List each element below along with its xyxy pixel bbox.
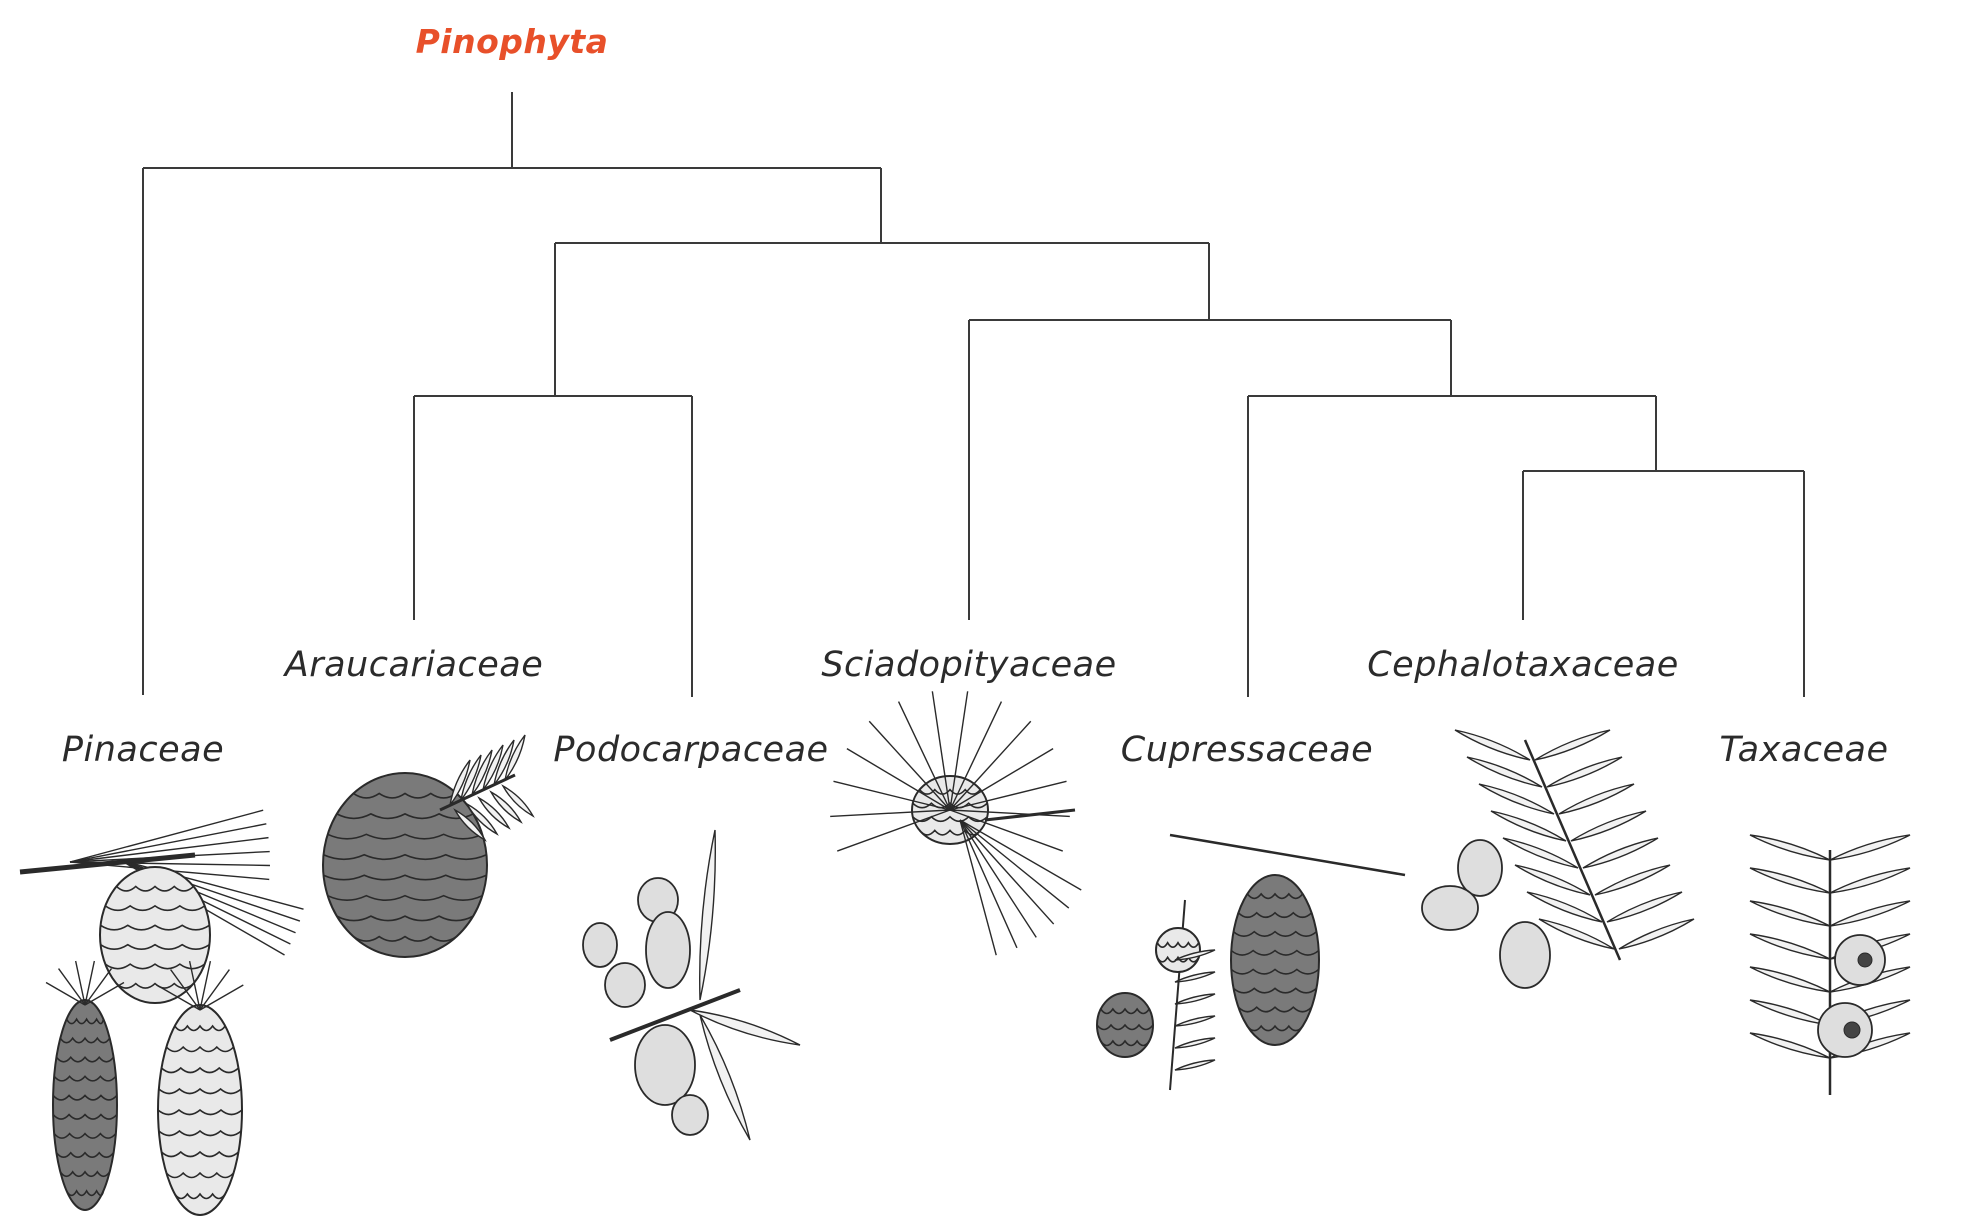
needle bbox=[869, 721, 950, 810]
leaf bbox=[1830, 868, 1910, 893]
leaf bbox=[1479, 784, 1554, 814]
leaf bbox=[1595, 865, 1670, 895]
leaf bbox=[1491, 811, 1566, 841]
fruit-receptacle bbox=[583, 923, 617, 967]
leaf bbox=[1571, 811, 1646, 841]
plum-yew-fruit bbox=[1458, 840, 1502, 896]
sequoia-cone-outline bbox=[1231, 875, 1319, 1045]
twig bbox=[985, 810, 1075, 820]
leaf bbox=[1750, 868, 1830, 893]
cypress-cone bbox=[1156, 928, 1200, 972]
leaf-label-cephalotaxaceae: Cephalotaxaceae bbox=[1367, 645, 1679, 685]
needle bbox=[200, 985, 243, 1010]
needle bbox=[46, 983, 85, 1006]
twig bbox=[1170, 835, 1405, 875]
leaf bbox=[1750, 835, 1830, 860]
spruce-cone bbox=[53, 1000, 117, 1210]
leaf bbox=[1503, 838, 1578, 868]
leaf-label-araucariaceae: Araucariaceae bbox=[285, 645, 543, 685]
leaf-label-taxaceae: Taxaceae bbox=[1719, 730, 1888, 770]
needle bbox=[85, 983, 124, 1006]
leaf bbox=[700, 830, 716, 1000]
needle bbox=[950, 721, 1031, 810]
spruce-cone-outline bbox=[53, 1000, 117, 1210]
scale-leaf bbox=[1175, 1038, 1215, 1048]
leaf bbox=[1830, 835, 1910, 860]
leaf-label-pinaceae: Pinaceae bbox=[62, 730, 224, 770]
leaf bbox=[1583, 838, 1658, 868]
cupressaceae-illustration bbox=[1097, 835, 1405, 1090]
needle bbox=[960, 820, 1081, 890]
leaf-label-sciadopityaceae: Sciadopityaceae bbox=[821, 645, 1116, 685]
leaf bbox=[1750, 901, 1830, 926]
cypress-cone bbox=[1097, 993, 1153, 1057]
seed bbox=[646, 912, 690, 988]
seed bbox=[635, 1025, 695, 1105]
yew-seed bbox=[1844, 1022, 1860, 1038]
leaf bbox=[1830, 901, 1910, 926]
cypress-cone-outline bbox=[1156, 928, 1200, 972]
cephalotaxaceae-illustration bbox=[1422, 730, 1694, 988]
leaf bbox=[1619, 919, 1694, 949]
needle bbox=[70, 810, 263, 862]
leaf bbox=[1455, 730, 1530, 760]
scale-leaf bbox=[1175, 1016, 1215, 1026]
leaf bbox=[1539, 919, 1614, 949]
leaf bbox=[1750, 1000, 1830, 1025]
sciadopityaceae-illustration bbox=[830, 691, 1081, 955]
leaf bbox=[1750, 967, 1830, 992]
leaf bbox=[1547, 757, 1622, 787]
leaf bbox=[1467, 757, 1542, 787]
yew-seed bbox=[1858, 953, 1872, 967]
scale-leaf bbox=[1175, 1060, 1215, 1070]
spruce-cone bbox=[158, 1005, 242, 1215]
fruit-receptacle bbox=[605, 963, 645, 1007]
scale-leaf bbox=[1175, 994, 1215, 1004]
sequoia-cone bbox=[1231, 875, 1319, 1045]
leaf-label-cupressaceae: Cupressaceae bbox=[1121, 730, 1373, 770]
fruit-receptacle bbox=[672, 1095, 708, 1135]
leaf bbox=[1750, 934, 1830, 959]
podocarpaceae-illustration bbox=[583, 830, 800, 1140]
leaf-label-podocarpaceae: Podocarpaceae bbox=[553, 730, 828, 770]
araucariaceae-illustration bbox=[323, 735, 533, 957]
leaf bbox=[1535, 730, 1610, 760]
plum-yew-fruit bbox=[1422, 886, 1478, 930]
pinaceae-illustration bbox=[20, 810, 304, 1215]
scale-leaf bbox=[1175, 972, 1215, 982]
leaf bbox=[1515, 865, 1590, 895]
taxaceae-illustration bbox=[1750, 835, 1910, 1095]
leaf bbox=[1607, 892, 1682, 922]
leaf bbox=[1527, 892, 1602, 922]
plum-yew-fruit bbox=[1500, 922, 1550, 988]
leaf bbox=[1559, 784, 1634, 814]
